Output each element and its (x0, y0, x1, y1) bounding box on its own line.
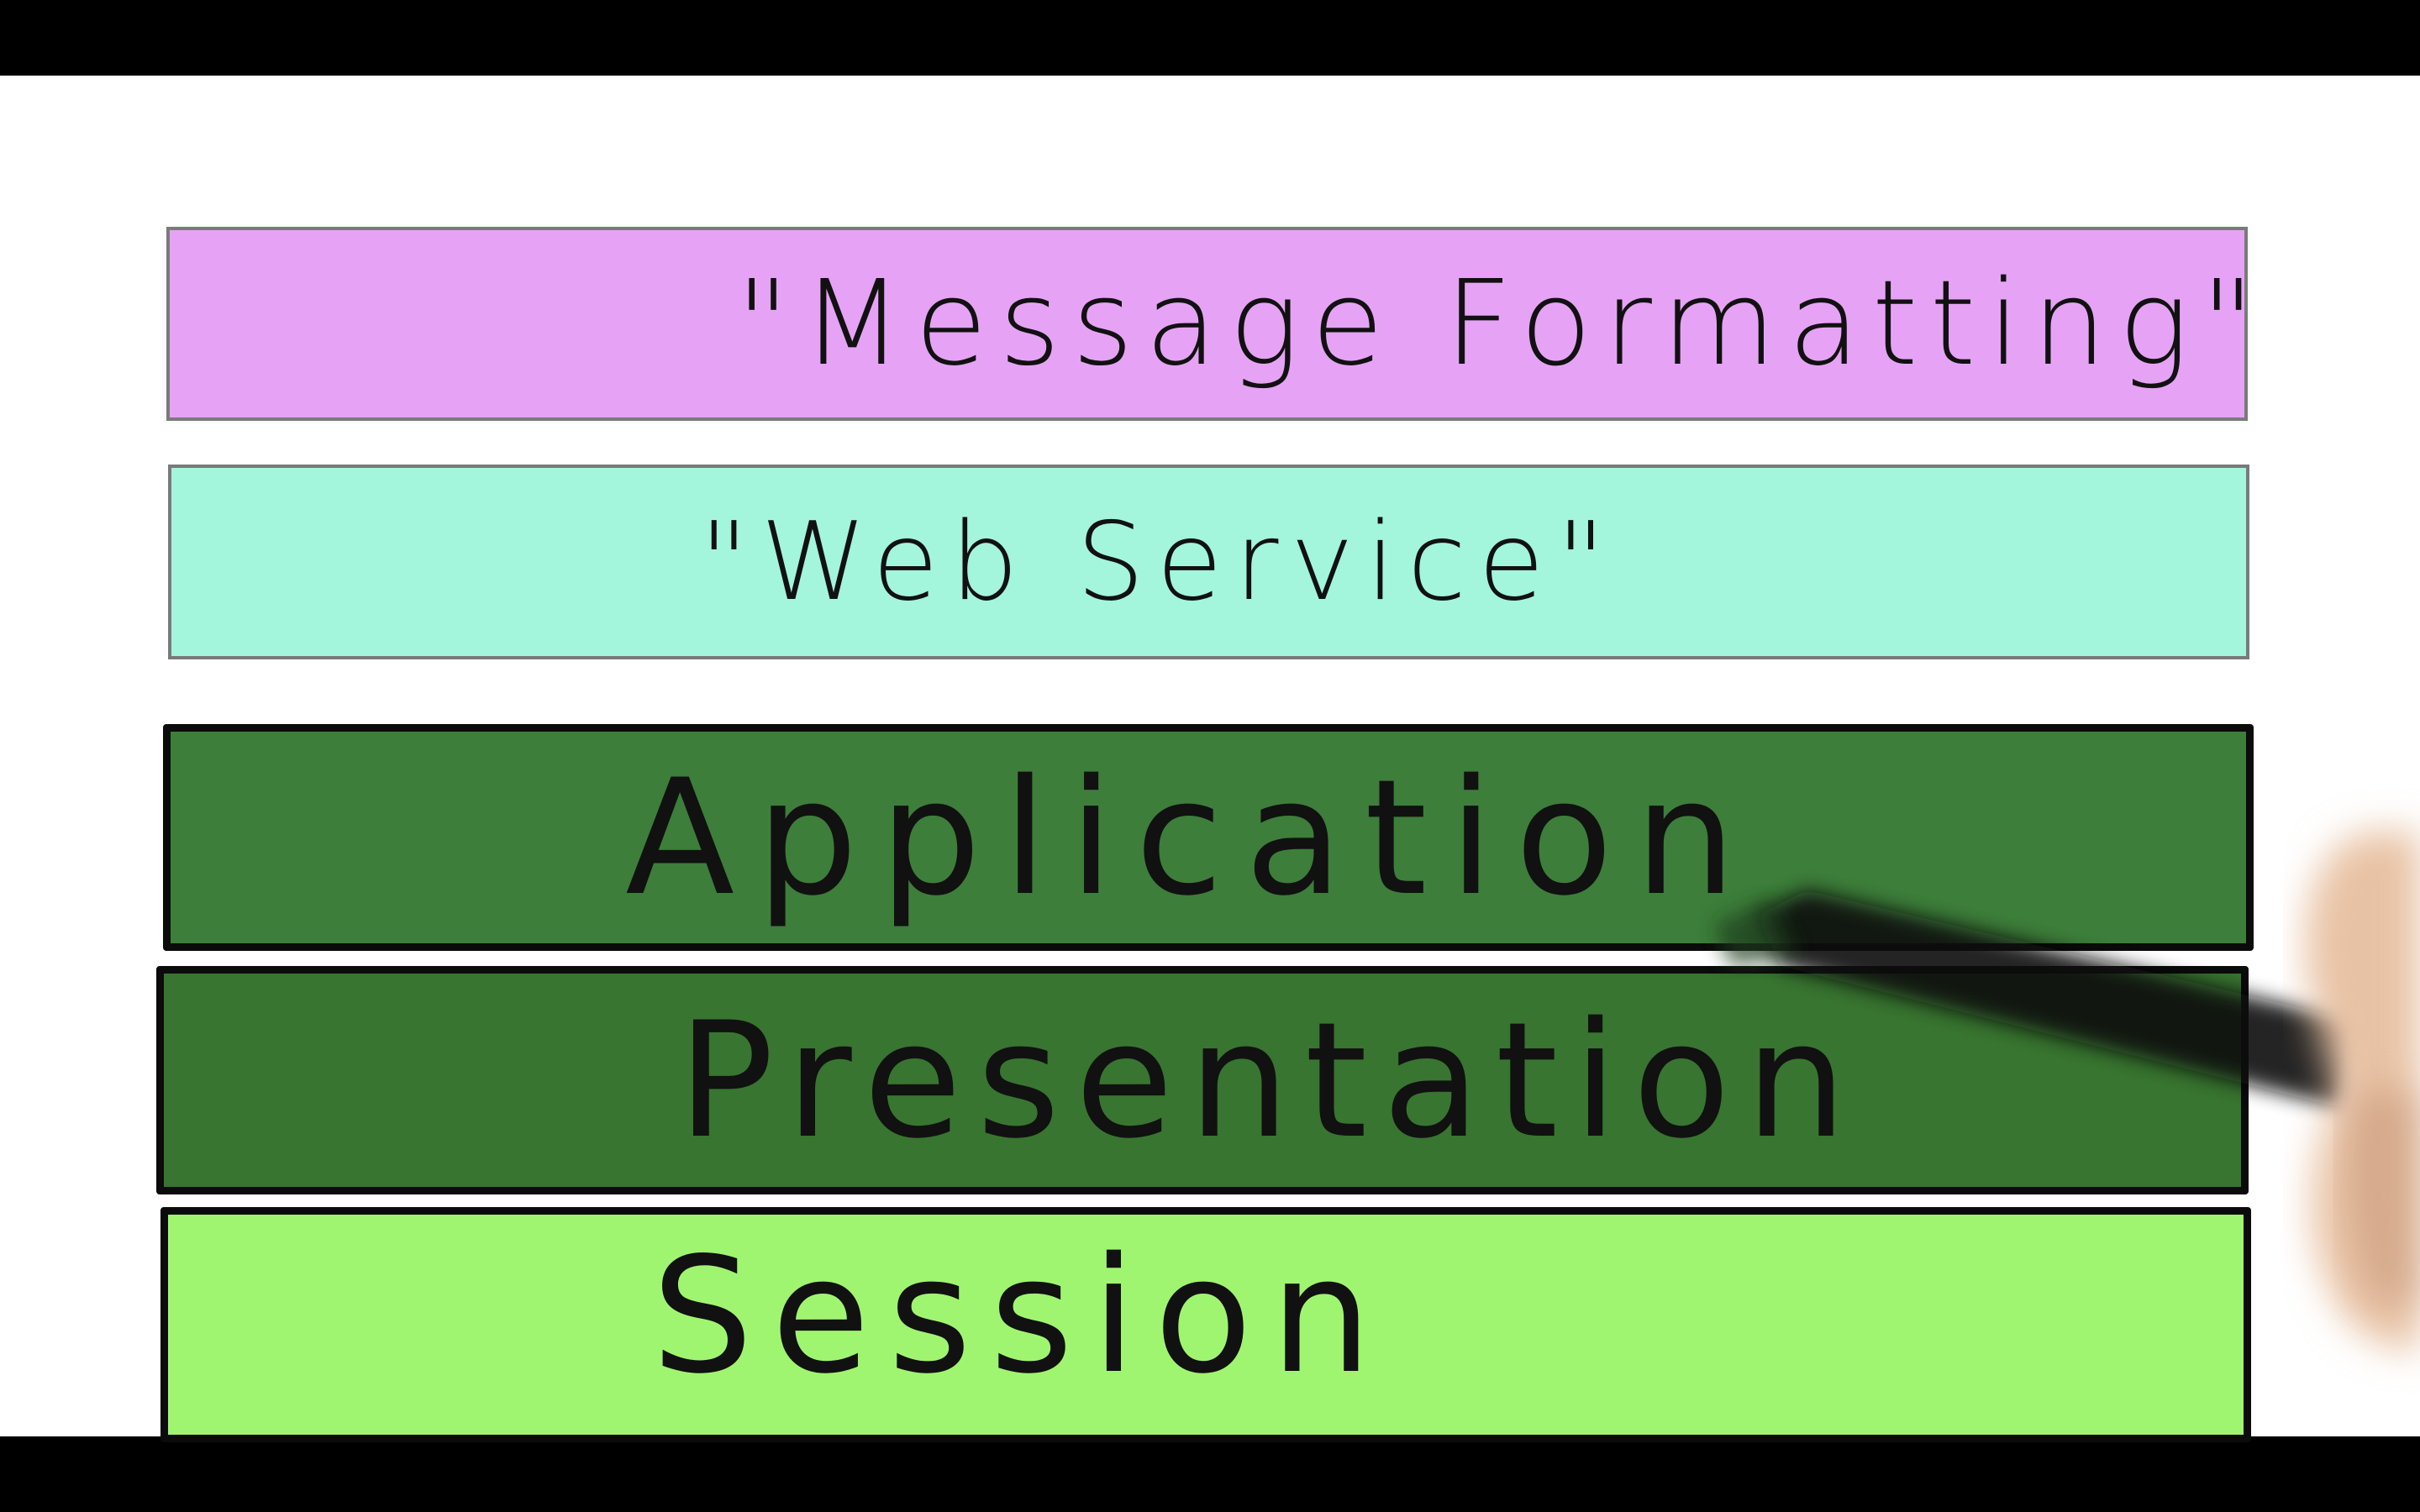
layer-web-service-label: "Web Service" (699, 499, 1618, 625)
layer-session: Session (160, 1207, 2251, 1442)
layer-application-label: Application (625, 744, 1758, 931)
layer-web-service: "Web Service" (168, 465, 2249, 659)
layer-message-formatting: "Message Formatting" (166, 227, 2248, 421)
layer-presentation: Presentation (156, 966, 2249, 1194)
layer-session-label: Session (651, 1223, 1391, 1409)
layer-presentation-label: Presentation (677, 987, 1862, 1173)
layer-message-formatting-label: "Message Formatting" (735, 255, 2248, 392)
layer-application: Application (163, 724, 2254, 951)
